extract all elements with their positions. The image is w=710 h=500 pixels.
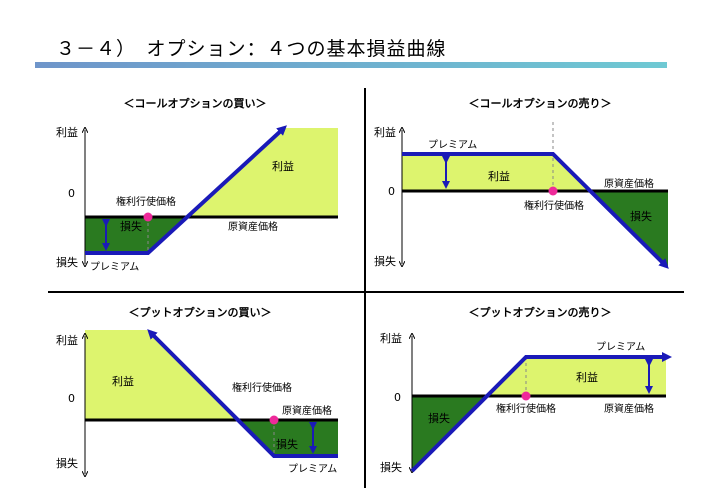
premium-label: プレミアム bbox=[90, 261, 139, 273]
underlying-price-label: 原資産価格 bbox=[228, 220, 278, 233]
strike-marker bbox=[269, 415, 279, 425]
profit-region bbox=[488, 357, 666, 396]
payoff-line bbox=[85, 125, 287, 255]
axis-profit-label: 利益 bbox=[374, 125, 396, 139]
slide-title: ３－４） オプション：４つの基本損益曲線 bbox=[56, 38, 447, 60]
profit-label: 利益 bbox=[112, 374, 134, 388]
premium-label: プレミアム bbox=[596, 341, 645, 353]
strike-marker bbox=[521, 391, 531, 401]
strike-price-label: 権利行使価格 bbox=[232, 381, 292, 394]
profit-label: 利益 bbox=[576, 370, 598, 384]
panel-call-sell: ＜コールオプションの売り＞ 利益 0 損失 利益 損失 権利行使価格 原資産価格… bbox=[374, 96, 669, 269]
underlying-price-label: 原資産価格 bbox=[604, 177, 654, 190]
axis-zero-label: 0 bbox=[388, 185, 395, 198]
axis-loss-label: 損失 bbox=[56, 456, 78, 470]
profit-region bbox=[85, 330, 236, 420]
title-rule bbox=[35, 62, 667, 68]
axis-zero-label: 0 bbox=[394, 391, 401, 404]
divider-vertical bbox=[364, 88, 366, 488]
payoff-line bbox=[410, 352, 672, 473]
loss-label: 損失 bbox=[630, 209, 652, 223]
loss-label: 損失 bbox=[276, 437, 298, 451]
premium-label: プレミアム bbox=[428, 139, 477, 151]
axis-loss-label: 損失 bbox=[374, 254, 396, 268]
strike-price-label: 権利行使価格 bbox=[524, 199, 584, 212]
axis-profit-label: 利益 bbox=[380, 331, 402, 345]
strike-price-label: 権利行使価格 bbox=[496, 402, 556, 415]
payoff-line bbox=[402, 152, 669, 269]
panel-title: ＜プットオプションの買い＞ bbox=[129, 305, 272, 319]
profit-region bbox=[186, 128, 338, 217]
underlying-price-label: 原資産価格 bbox=[282, 404, 332, 417]
loss-label: 損失 bbox=[120, 219, 142, 233]
axis-profit-label: 利益 bbox=[56, 333, 78, 347]
axis-loss-label: 損失 bbox=[56, 255, 78, 269]
panel-put-sell: ＜プットオプションの売り＞ 利益 0 損失 利益 損失 権利行使価格 原資産価格… bbox=[380, 305, 672, 474]
panel-call-buy: ＜コールオプションの買い＞ 利益 0 損失 利益 損失 権利行使価格 原資産価格… bbox=[56, 96, 338, 273]
strike-marker bbox=[548, 186, 558, 196]
panel-title: ＜プットオプションの売り＞ bbox=[469, 305, 612, 319]
loss-label: 損失 bbox=[428, 411, 450, 425]
strike-marker bbox=[143, 212, 153, 222]
divider-horizontal bbox=[48, 291, 684, 293]
strike-price-label: 権利行使価格 bbox=[116, 195, 176, 208]
profit-label: 利益 bbox=[272, 159, 294, 173]
axis-zero-label: 0 bbox=[68, 187, 75, 200]
loss-region bbox=[85, 217, 186, 253]
underlying-price-label: 原資産価格 bbox=[604, 402, 654, 415]
premium-label: プレミアム bbox=[288, 463, 337, 475]
panel-put-buy: ＜プットオプションの買い＞ 利益 0 損失 利益 損失 権利行使価格 原資産価格… bbox=[56, 305, 338, 496]
axis-loss-label: 損失 bbox=[380, 460, 402, 474]
panel-title: ＜コールオプションの買い＞ bbox=[124, 96, 267, 110]
axis-zero-label: 0 bbox=[68, 392, 75, 405]
panel-title: ＜コールオプションの売り＞ bbox=[469, 96, 612, 110]
profit-label: 利益 bbox=[488, 169, 510, 183]
payoff-line bbox=[147, 329, 338, 458]
axis-profit-label: 利益 bbox=[56, 125, 78, 139]
